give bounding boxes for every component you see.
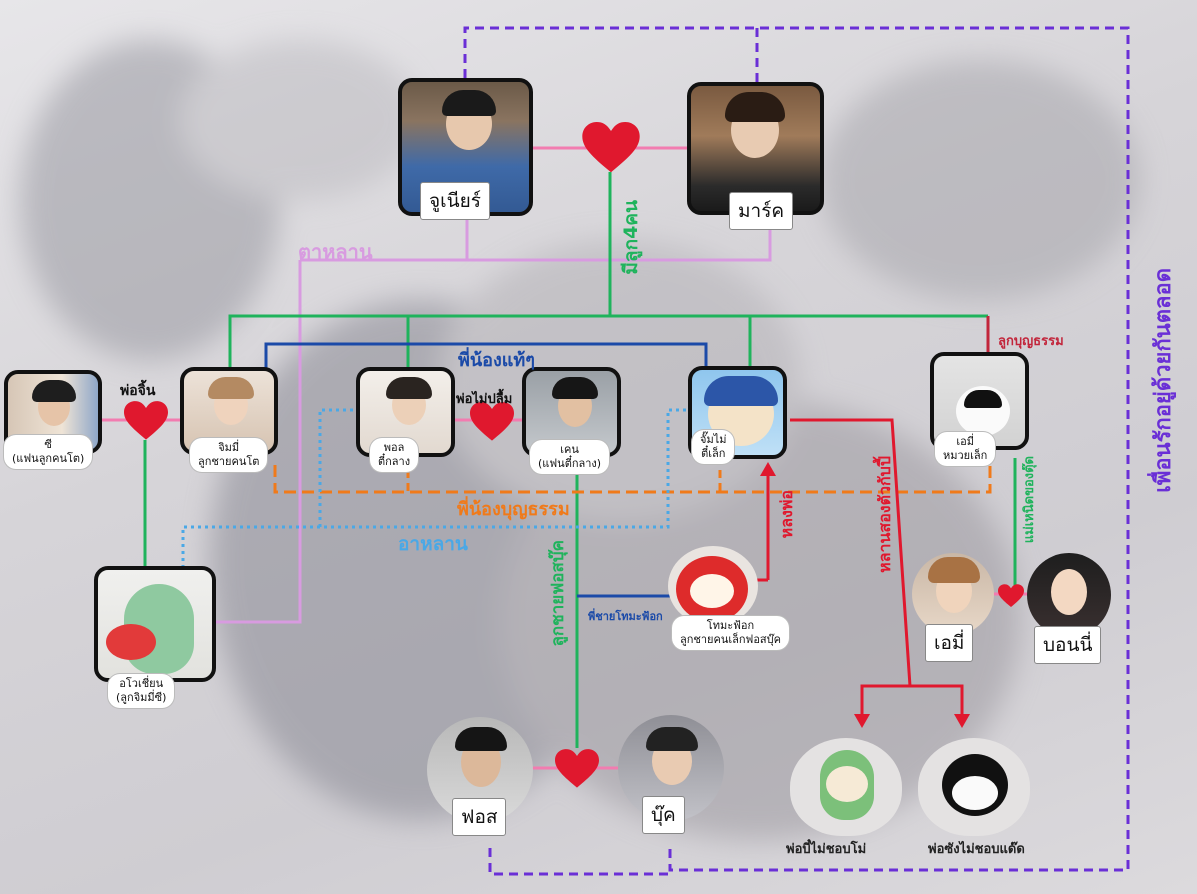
photo-amy [912,553,994,635]
heart-icon [998,584,1024,608]
label-dad-not-happy: พ่อไม่ปลื้ม [456,388,512,409]
label-tomato: โทมะฟ้อก ลูกชายคนเล็กฟอสบุ๊ค [672,616,789,650]
heart-icon [124,401,168,441]
hair-shape [964,390,1002,408]
name-amy: เอมี่ [925,624,973,662]
hair-shape [442,90,496,116]
photo-aovi [94,566,216,682]
photo-bee-plush [790,738,902,836]
label-son-fosbook: ลูกชายฟอสบุ๊ค [544,540,571,647]
heart-icon [582,122,640,174]
photo-orca-plush [918,738,1030,836]
hair-shape [208,377,254,399]
label-bee-plush: พ่อบี๋ไม่ชอบโม่ [786,838,866,859]
label-zee: ซี (แฟนลูกคนโต) [4,435,92,469]
label-jummai: จั๊มไม่ ตี๋เล็ก [692,430,734,464]
label-adopted-child: ลูกบุญธรรม [998,330,1064,351]
hair-shape [552,377,598,399]
label-raised-like: หลานสองตัวกับปี้ [872,456,897,573]
label-orca-plush: พ่อซังไม่ชอบแด๊ด [928,838,1025,859]
photo-bonnie [1027,553,1111,637]
label-ae: เอมี่ หมวยเล็ก [935,432,995,466]
plush-face-shape [826,766,868,802]
label-adopted-siblings: พี่น้องบุญธรรม [457,494,570,523]
label-uncle-nephew: อาหลาน [398,529,468,559]
label-raise-sister: แม่เหนิดของตุ๊ด [1019,456,1040,543]
hair-shape [32,380,76,402]
hair-shape [646,727,698,751]
name-bonnie: บอนนี่ [1034,626,1101,664]
label-jimmy: จิมมี่ ลูกชายคนโต [190,438,267,472]
name-junior: จูเนียร์ [420,182,490,220]
plush-face-shape [952,776,998,810]
label-aovi: อโวเชี่ยน (ลูกจิมมี่ซี) [108,674,174,708]
hair-shape [725,92,785,122]
label-pol: พอล ตี๋กลาง [370,438,418,472]
photo-tomato [668,546,758,626]
name-book: บุ๊ค [642,796,685,834]
hair-shape [928,557,980,583]
face-shape [1051,569,1087,615]
name-mark: มาร์ค [729,192,793,230]
label-four-kids: มีลูก4คน [616,200,646,275]
label-real-siblings: พี่น้องแท้ๆ [458,345,535,374]
heart-icon [555,749,599,789]
label-ppl-pair: เพื่อนรักอยู่ด้วยกันตลอด [1146,268,1181,493]
plush-ring-shape [106,624,156,660]
hair-shape [386,377,432,399]
label-dad-jin: พ่อจิ้น [120,380,155,402]
label-ken: เคน (แฟนตี๋กลาง) [530,440,609,474]
label-brother-tomato: พี่ชายโทมะฟ้อก [588,607,663,625]
tomato-face-shape [690,574,734,608]
name-fos: ฟอส [452,798,506,836]
label-grand-nephew: ตาหลาน [298,236,373,268]
plush-hat-shape [704,376,778,406]
hair-shape [455,727,507,751]
label-love-brother: หลงพ่อ [774,490,799,538]
